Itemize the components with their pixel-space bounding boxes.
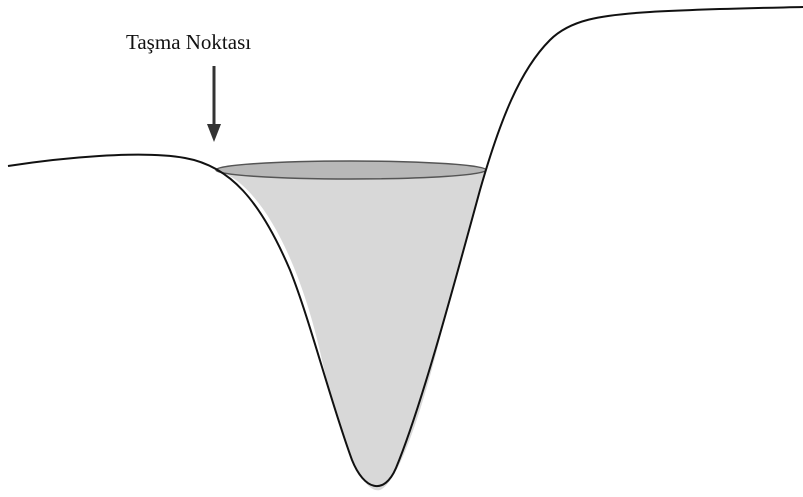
water-surface [215, 160, 487, 180]
overflow-point-label: Taşma Noktası [126, 30, 251, 54]
water-body [216, 170, 486, 491]
down-arrow-icon [207, 66, 221, 142]
terrain-profile [7, 6, 803, 487]
